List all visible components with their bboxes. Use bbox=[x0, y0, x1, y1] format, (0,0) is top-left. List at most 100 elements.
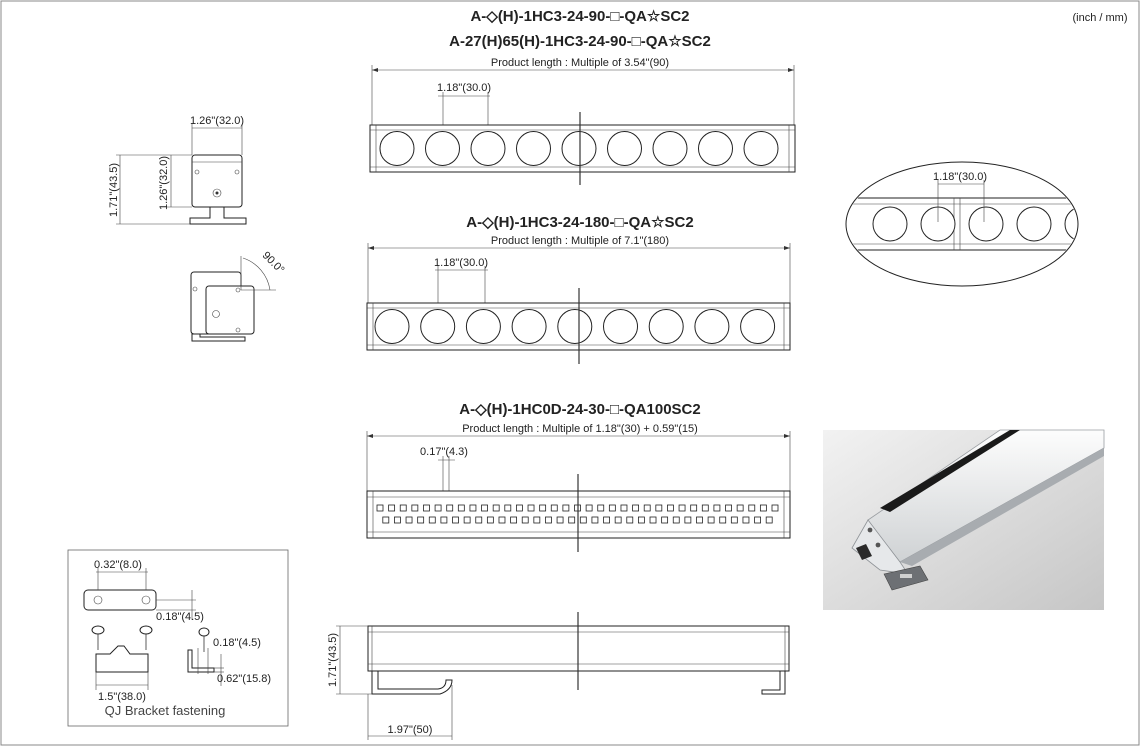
bracket-hole-spacing-label: 0.32"(8.0) bbox=[94, 559, 142, 571]
smd-led bbox=[516, 504, 523, 512]
end-view-height-dimensions: 1.71"(43.5) 1.26"(32.0) bbox=[108, 154, 192, 225]
smd-led bbox=[545, 516, 552, 524]
smd-led bbox=[672, 516, 680, 524]
smd-led bbox=[730, 516, 738, 524]
smd-led bbox=[539, 504, 547, 512]
led-lens bbox=[420, 309, 456, 344]
smd-led bbox=[667, 504, 674, 512]
led-bar-90 bbox=[369, 112, 796, 185]
smd-led bbox=[649, 516, 657, 524]
smd-led bbox=[388, 504, 396, 512]
smd-led bbox=[469, 504, 477, 512]
smd-led bbox=[690, 504, 698, 512]
smd-led bbox=[585, 504, 593, 512]
smd-led bbox=[643, 504, 651, 512]
end-view-profile bbox=[189, 154, 247, 225]
smd-led bbox=[394, 516, 401, 524]
led-lens bbox=[743, 131, 779, 166]
smd-led bbox=[608, 504, 616, 512]
smd-led bbox=[446, 504, 454, 512]
led-bar-30-dense bbox=[366, 474, 791, 552]
smd-led bbox=[399, 504, 407, 512]
smd-led bbox=[748, 504, 756, 512]
product-photo bbox=[823, 429, 1105, 610]
bracket-fastening-box: QJ Bracket fastening 0.32"(8.0) 0.18"(4.… bbox=[67, 549, 289, 727]
smd-led bbox=[655, 504, 663, 512]
rotation-angle-label: 90.0° bbox=[260, 250, 287, 277]
smd-led bbox=[492, 504, 500, 512]
section1-pitch-label: 1.18"(30.0) bbox=[437, 82, 491, 94]
bracket-side-height-label: 0.62"(15.8) bbox=[217, 673, 271, 685]
smd-led bbox=[457, 504, 465, 512]
led-lens bbox=[968, 206, 1004, 242]
led-lens bbox=[607, 131, 642, 166]
led-lens bbox=[470, 131, 506, 166]
smd-led bbox=[382, 516, 390, 524]
section1-title-1: A-◇(H)-1HC3-24-90-□-QA☆SC2 bbox=[470, 8, 689, 25]
smd-led bbox=[428, 516, 436, 524]
smd-led bbox=[475, 516, 483, 524]
smd-led bbox=[550, 504, 558, 512]
side-view-profile bbox=[367, 612, 790, 695]
section3-length-dimension bbox=[366, 431, 791, 491]
section1-length-dimension bbox=[371, 65, 795, 128]
smd-led bbox=[423, 504, 430, 512]
section2-pitch-label: 1.18"(30.0) bbox=[434, 257, 488, 269]
smd-led bbox=[452, 516, 459, 524]
bracket-hole-offset-label: 0.18"(4.5) bbox=[156, 611, 204, 623]
smd-led bbox=[765, 516, 773, 524]
smd-led bbox=[533, 516, 541, 524]
smd-led bbox=[661, 516, 669, 524]
end-view-body-height-label: 1.26"(32.0) bbox=[158, 156, 170, 210]
detail-magnified-view: 1.18"(30.0) bbox=[845, 161, 1079, 287]
end-view-width-dimension: 1.26"(32.0) bbox=[190, 115, 244, 155]
smd-led bbox=[521, 516, 529, 524]
led-lens bbox=[516, 131, 551, 166]
end-view-width-label: 1.26"(32.0) bbox=[190, 115, 244, 127]
section1-title-2: A-27(H)65(H)-1HC3-24-90-□-QA☆SC2 bbox=[449, 33, 711, 50]
smd-led bbox=[696, 516, 703, 524]
section2-title: A-◇(H)-1HC3-24-180-□-QA☆SC2 bbox=[466, 214, 693, 231]
smd-led bbox=[463, 516, 471, 524]
end-view-total-height-label: 1.71"(43.5) bbox=[108, 163, 120, 217]
led-lens bbox=[1016, 206, 1052, 242]
led-lens bbox=[557, 309, 593, 344]
smd-led bbox=[678, 504, 686, 512]
led-lens bbox=[698, 131, 733, 166]
screw-right bbox=[139, 625, 153, 650]
smd-led bbox=[591, 516, 599, 524]
smd-led bbox=[719, 516, 727, 524]
section3-pitch-label: 0.17"(4.3) bbox=[420, 446, 468, 458]
smd-led bbox=[626, 516, 634, 524]
led-lens bbox=[425, 131, 460, 166]
led-lens bbox=[561, 131, 597, 166]
led-lens bbox=[465, 309, 501, 344]
smd-led bbox=[440, 516, 448, 524]
screw-side bbox=[198, 627, 210, 652]
bracket-base-length-label: 1.5"(38.0) bbox=[98, 691, 146, 703]
smd-led bbox=[603, 516, 610, 524]
led-lens bbox=[652, 131, 688, 166]
led-bar-180 bbox=[366, 288, 791, 364]
smd-led bbox=[556, 516, 564, 524]
side-view-height-dimension: 1.71"(43.5) bbox=[327, 625, 372, 695]
smd-led bbox=[562, 504, 570, 512]
smd-led bbox=[759, 504, 767, 512]
smd-led bbox=[637, 516, 645, 524]
smd-led bbox=[707, 516, 715, 524]
smd-led bbox=[417, 516, 425, 524]
smd-led bbox=[498, 516, 506, 524]
side-view-bracket-label: 1.97"(50) bbox=[388, 724, 433, 736]
bracket-side-offset-label: 0.18"(4.5) bbox=[213, 637, 261, 649]
led-lens bbox=[648, 309, 684, 344]
led-lens bbox=[374, 309, 410, 344]
smd-led bbox=[434, 504, 442, 512]
smd-led bbox=[771, 504, 779, 512]
section3-title: A-◇(H)-1HC0D-24-30-□-QA100SC2 bbox=[459, 401, 700, 418]
smd-led bbox=[486, 516, 494, 524]
smd-led bbox=[597, 504, 605, 512]
smd-led bbox=[620, 504, 628, 512]
led-lens bbox=[872, 206, 908, 242]
